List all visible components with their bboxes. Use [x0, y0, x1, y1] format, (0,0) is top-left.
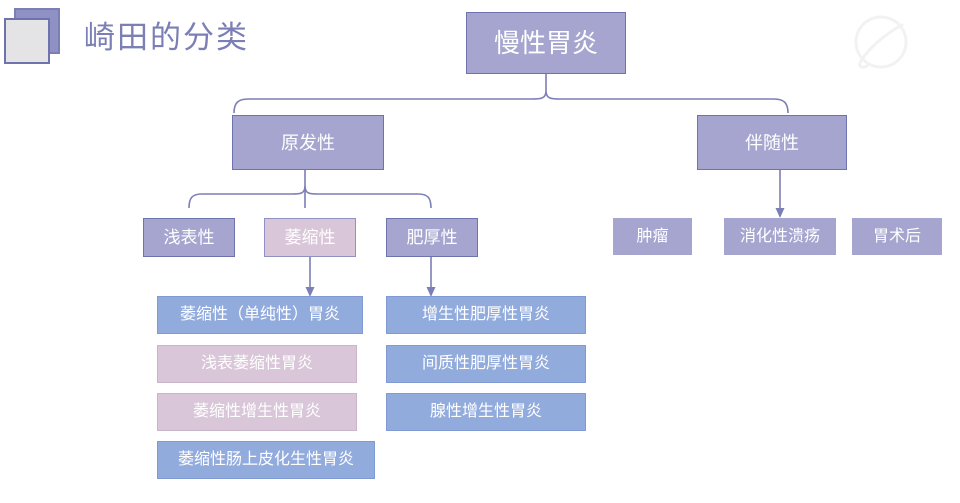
- page-title: 崎田的分类: [84, 20, 249, 55]
- list-item-hyperplastic-hypertrophic[interactable]: 增生性肥厚性胃炎: [386, 296, 586, 334]
- node-label: 浅表性: [163, 228, 215, 247]
- list-item-superficial-atrophic[interactable]: 浅表萎缩性胃炎: [157, 345, 357, 383]
- list-item-atrophic-intestinal-metaplasia[interactable]: 萎缩性肠上皮化生性胃炎: [157, 441, 375, 479]
- node-label: 胃术后: [872, 227, 921, 245]
- node-post-gastrectomy[interactable]: 胃术后: [852, 218, 942, 255]
- list-item-interstitial-hypertrophic[interactable]: 间质性肥厚性胃炎: [386, 345, 586, 383]
- node-superficial[interactable]: 浅表性: [143, 218, 235, 257]
- node-label: 萎缩性: [284, 228, 336, 247]
- slashed-circle-watermark-icon: [854, 15, 908, 69]
- node-label: 萎缩性（单纯性）胃炎: [179, 306, 340, 323]
- node-label: 萎缩性增生性胃炎: [192, 403, 321, 420]
- square-icon-front: [4, 18, 50, 64]
- node-label: 增生性肥厚性胃炎: [421, 306, 550, 323]
- node-hypertrophic[interactable]: 肥厚性: [386, 218, 478, 257]
- node-label: 浅表萎缩性胃炎: [200, 355, 313, 372]
- node-root-chronic-gastritis[interactable]: 慢性胃炎: [466, 12, 626, 74]
- node-primary[interactable]: 原发性: [232, 115, 384, 170]
- node-label: 肿瘤: [636, 227, 669, 245]
- node-label: 伴随性: [745, 132, 799, 153]
- list-item-atrophic-hyperplastic[interactable]: 萎缩性增生性胃炎: [157, 393, 357, 431]
- node-label: 间质性肥厚性胃炎: [421, 355, 550, 372]
- node-concomitant[interactable]: 伴随性: [697, 115, 847, 170]
- node-atrophic[interactable]: 萎缩性: [264, 218, 356, 257]
- node-label: 原发性: [281, 132, 335, 153]
- node-label: 腺性增生性胃炎: [429, 403, 542, 420]
- node-label: 肥厚性: [406, 228, 458, 247]
- list-item-atrophic-simple[interactable]: 萎缩性（单纯性）胃炎: [157, 296, 363, 334]
- node-peptic-ulcer[interactable]: 消化性溃疡: [724, 218, 836, 255]
- node-label: 消化性溃疡: [739, 227, 820, 245]
- node-label: 慢性胃炎: [493, 28, 598, 58]
- list-item-glandular-hyperplastic[interactable]: 腺性增生性胃炎: [386, 393, 586, 431]
- node-label: 萎缩性肠上皮化生性胃炎: [177, 451, 354, 468]
- node-tumor[interactable]: 肿瘤: [613, 218, 692, 255]
